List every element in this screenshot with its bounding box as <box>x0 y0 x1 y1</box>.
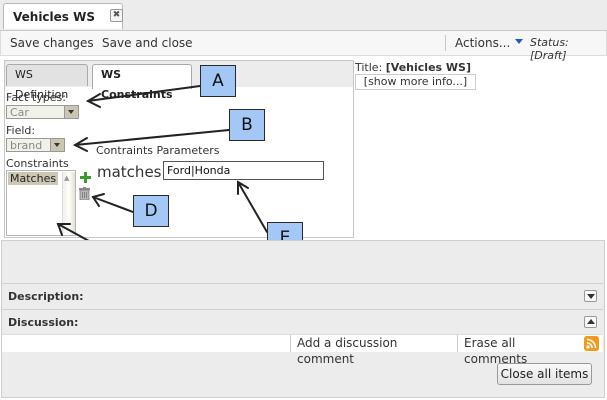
fact-types-value: Car <box>10 106 29 119</box>
description-section-header[interactable]: Description: <box>2 283 603 307</box>
arrow-e-head <box>237 180 249 195</box>
toolbar: Save changes Save and close Actions... S… <box>0 31 607 62</box>
matches-input[interactable] <box>163 161 324 180</box>
discussion-section-header[interactable]: Discussion: <box>2 309 603 333</box>
field-value: brand <box>10 139 43 152</box>
constraint-parameters-title: Contraints Parameters <box>96 144 220 157</box>
scroll-up-icon[interactable]: ▲ <box>64 174 70 182</box>
field-label: Field: <box>6 124 36 137</box>
arrow-d <box>92 196 134 213</box>
field-select[interactable]: brand <box>6 138 65 152</box>
callout-d: D <box>133 195 169 227</box>
show-more-info-button[interactable]: [show more info...] <box>355 74 476 90</box>
save-changes-button[interactable]: Save changes <box>10 36 94 50</box>
document-tab[interactable]: Vehicles WS ✖ <box>3 3 123 29</box>
asset-title-value: [Vehicles WS] <box>385 61 471 74</box>
toolbar-divider <box>445 35 446 51</box>
discussion-actions-bar <box>2 334 603 352</box>
tab-ws-definition[interactable]: WS Definition <box>6 64 88 101</box>
collapse-icon[interactable] <box>584 316 597 328</box>
list-scrollbar[interactable]: ▲ <box>62 172 75 234</box>
dropdown-arrow-icon[interactable] <box>50 139 64 151</box>
add-discussion-comment-button[interactable]: Add a discussion comment <box>290 335 455 366</box>
arrow-c-head <box>56 223 71 236</box>
callout-a: A <box>200 65 236 97</box>
fact-types-label: Fact types: <box>6 91 66 104</box>
callout-b: B <box>229 109 265 141</box>
add-icon[interactable] <box>80 172 91 183</box>
actions-menu-button[interactable]: Actions... <box>455 36 511 50</box>
constraints-label: Constraints <box>6 157 69 170</box>
arrow-a <box>87 85 201 102</box>
asset-title: Title: [Vehicles WS] <box>355 61 471 74</box>
discussion-title: Discussion: <box>8 316 79 329</box>
trash-icon[interactable] <box>79 187 90 200</box>
erase-all-comments-button[interactable]: Erase all comments <box>457 335 579 366</box>
constraints-list[interactable]: Matches ▲ <box>6 170 76 236</box>
save-and-close-button[interactable]: Save and close <box>102 36 193 50</box>
dropdown-arrow-icon[interactable] <box>515 39 523 44</box>
asset-title-prefix: Title: <box>355 61 383 74</box>
matches-label: matches: <box>97 163 167 181</box>
list-item[interactable]: Matches <box>8 172 58 185</box>
rss-icon[interactable] <box>584 336 599 351</box>
close-all-items-button[interactable]: Close all items <box>497 363 592 385</box>
document-tab-title: Vehicles WS <box>13 10 95 24</box>
status-label: Status: [Draft] <box>530 36 569 62</box>
arrow-b-head <box>72 137 88 152</box>
close-icon[interactable]: ✖ <box>110 9 123 22</box>
fact-types-select[interactable]: Car <box>6 105 79 119</box>
arrow-e <box>237 181 268 233</box>
arrow-a-head <box>85 93 101 108</box>
dropdown-arrow-icon[interactable] <box>64 106 78 118</box>
expand-icon[interactable] <box>584 290 597 302</box>
arrow-b <box>74 129 230 146</box>
arrow-d-head <box>91 193 105 207</box>
description-title: Description: <box>8 290 84 303</box>
